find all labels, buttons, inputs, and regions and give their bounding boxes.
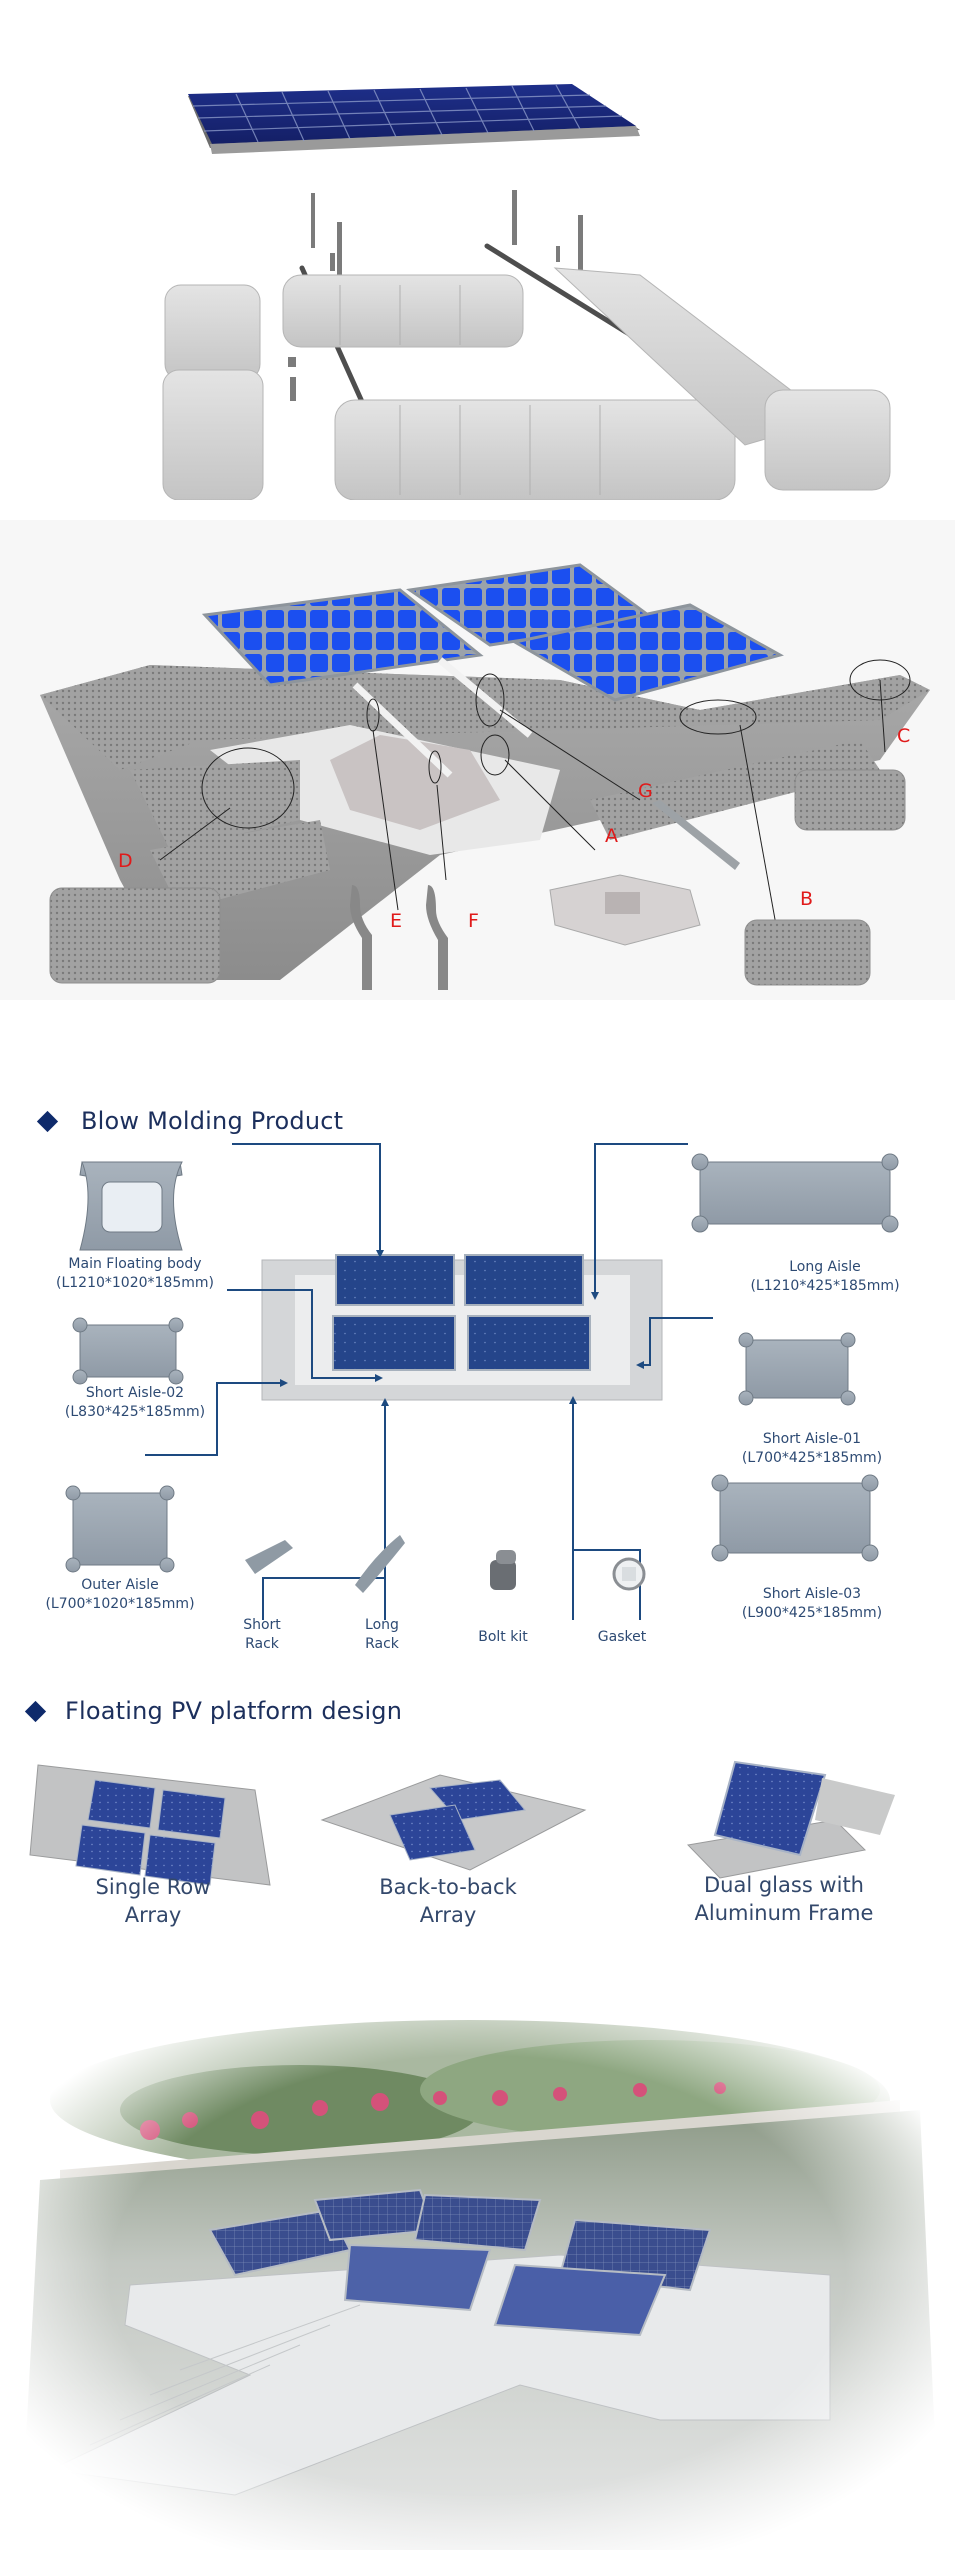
part-short-rack bbox=[350, 885, 372, 990]
bolt-kit-image bbox=[490, 1550, 516, 1590]
short-aisle-03-image bbox=[711, 1474, 879, 1562]
product-main-floating-body: Main Floating body (L1210*1020*185mm) bbox=[40, 1255, 230, 1293]
dual-glass-aluminum-frame-image bbox=[686, 1760, 895, 1879]
single-row-array-image bbox=[29, 1764, 271, 1886]
product-outer-aisle: Outer Aisle (L700*1020*185mm) bbox=[25, 1576, 215, 1614]
product-short-aisle-03: Short Aisle-03 (L900*425*185mm) bbox=[717, 1585, 907, 1623]
platform-designs-illustration bbox=[29, 1760, 895, 1886]
product-name: Short Aisle-01 bbox=[762, 1431, 862, 1447]
callout-label-g: G bbox=[638, 780, 653, 802]
installation-photo bbox=[0, 1990, 955, 2560]
callout-label-b: B bbox=[800, 888, 814, 910]
part-outer-aisle bbox=[49, 887, 221, 984]
callout-label-a: A bbox=[605, 825, 618, 847]
connector-arrowheads bbox=[280, 1250, 644, 1406]
part-long-rack bbox=[426, 885, 448, 990]
long-rack-image bbox=[355, 1535, 405, 1593]
product-dims: (L1210*425*185mm) bbox=[750, 1278, 900, 1294]
blow-molding-heading: Blow Molding Product bbox=[36, 1107, 344, 1135]
solar-panel-module bbox=[188, 84, 640, 154]
accessory-bolt-kit: Bolt kit bbox=[463, 1628, 543, 1647]
design-back-to-back-array: Back-to-back Array bbox=[318, 1873, 578, 1929]
part-aluminum-rail bbox=[652, 800, 740, 870]
product-name: Main Floating body bbox=[68, 1256, 202, 1272]
accessory-line2: Rack bbox=[245, 1636, 279, 1652]
short-aisle-01-image bbox=[738, 1332, 856, 1406]
product-name: Short Aisle-03 bbox=[762, 1586, 862, 1602]
blow-molding-diagram bbox=[65, 1143, 899, 1620]
long-aisle-image bbox=[691, 1153, 899, 1233]
diamond-bullet-icon bbox=[36, 1110, 59, 1132]
product-long-aisle: Long Aisle (L1210*425*185mm) bbox=[730, 1258, 920, 1296]
accessory-short-rack: Short Rack bbox=[222, 1616, 302, 1654]
callout-label-c: C bbox=[897, 725, 911, 747]
product-dims: (L1210*1020*185mm) bbox=[56, 1275, 214, 1291]
short-rack-image bbox=[245, 1540, 293, 1574]
back-to-back-array-image bbox=[320, 1774, 587, 1871]
platform-design-title: Floating PV platform design bbox=[65, 1697, 403, 1725]
design-line2: Array bbox=[419, 1903, 477, 1927]
solar-panels-assembled bbox=[201, 563, 784, 702]
design-line1: Single Row bbox=[95, 1875, 211, 1899]
product-name: Short Aisle-02 bbox=[85, 1385, 185, 1401]
main-floating-body-image bbox=[79, 1161, 183, 1251]
design-line2: Array bbox=[124, 1903, 182, 1927]
accessory-line2: Rack bbox=[365, 1636, 399, 1652]
accessory-line1: Gasket bbox=[597, 1629, 647, 1645]
callout-label-d: D bbox=[118, 850, 133, 872]
callout-label-e: E bbox=[390, 910, 403, 932]
accessory-line1: Short bbox=[243, 1617, 281, 1633]
part-short-aisle-c bbox=[794, 769, 906, 831]
design-line1: Dual glass with bbox=[703, 1873, 864, 1897]
diamond-bullet-icon bbox=[24, 1700, 47, 1722]
design-single-row-array: Single Row Array bbox=[23, 1873, 283, 1929]
outer-aisle-image bbox=[65, 1485, 175, 1573]
accessory-line1: Long bbox=[365, 1617, 399, 1633]
assembly-diagram: A B C D E F G bbox=[0, 520, 955, 1000]
design-line2: Aluminum Frame bbox=[694, 1901, 874, 1925]
product-dims: (L900*425*185mm) bbox=[741, 1605, 883, 1621]
accessory-gasket: Gasket bbox=[582, 1628, 662, 1647]
platform-design-heading: Floating PV platform design bbox=[24, 1697, 403, 1725]
accessory-line1: Bolt kit bbox=[478, 1629, 528, 1645]
design-line1: Back-to-back bbox=[379, 1875, 517, 1899]
product-dims: (L700*425*185mm) bbox=[741, 1450, 883, 1466]
part-float-base bbox=[549, 874, 701, 946]
floating-blocks bbox=[162, 267, 891, 500]
callout-label-f: F bbox=[468, 910, 479, 932]
blow-molding-title: Blow Molding Product bbox=[81, 1107, 344, 1135]
part-long-aisle-b bbox=[744, 919, 871, 986]
short-aisle-02-image bbox=[72, 1317, 184, 1385]
product-short-aisle-01: Short Aisle-01 (L700*425*185mm) bbox=[717, 1430, 907, 1468]
product-dims: (L700*1020*185mm) bbox=[45, 1596, 195, 1612]
gasket-image bbox=[612, 1557, 646, 1591]
float-frame bbox=[40, 665, 930, 980]
product-name: Long Aisle bbox=[789, 1259, 861, 1275]
exploded-view-illustration bbox=[0, 0, 955, 500]
accessory-long-rack: Long Rack bbox=[342, 1616, 422, 1654]
product-dims: (L830*425*185mm) bbox=[64, 1404, 206, 1420]
design-dual-glass-aluminum-frame: Dual glass with Aluminum Frame bbox=[654, 1871, 914, 1927]
product-name: Outer Aisle bbox=[81, 1577, 159, 1593]
assembly-diagram-illustration bbox=[40, 563, 930, 990]
product-short-aisle-02: Short Aisle-02 (L830*425*185mm) bbox=[40, 1384, 230, 1422]
central-platform-image bbox=[261, 1254, 663, 1401]
